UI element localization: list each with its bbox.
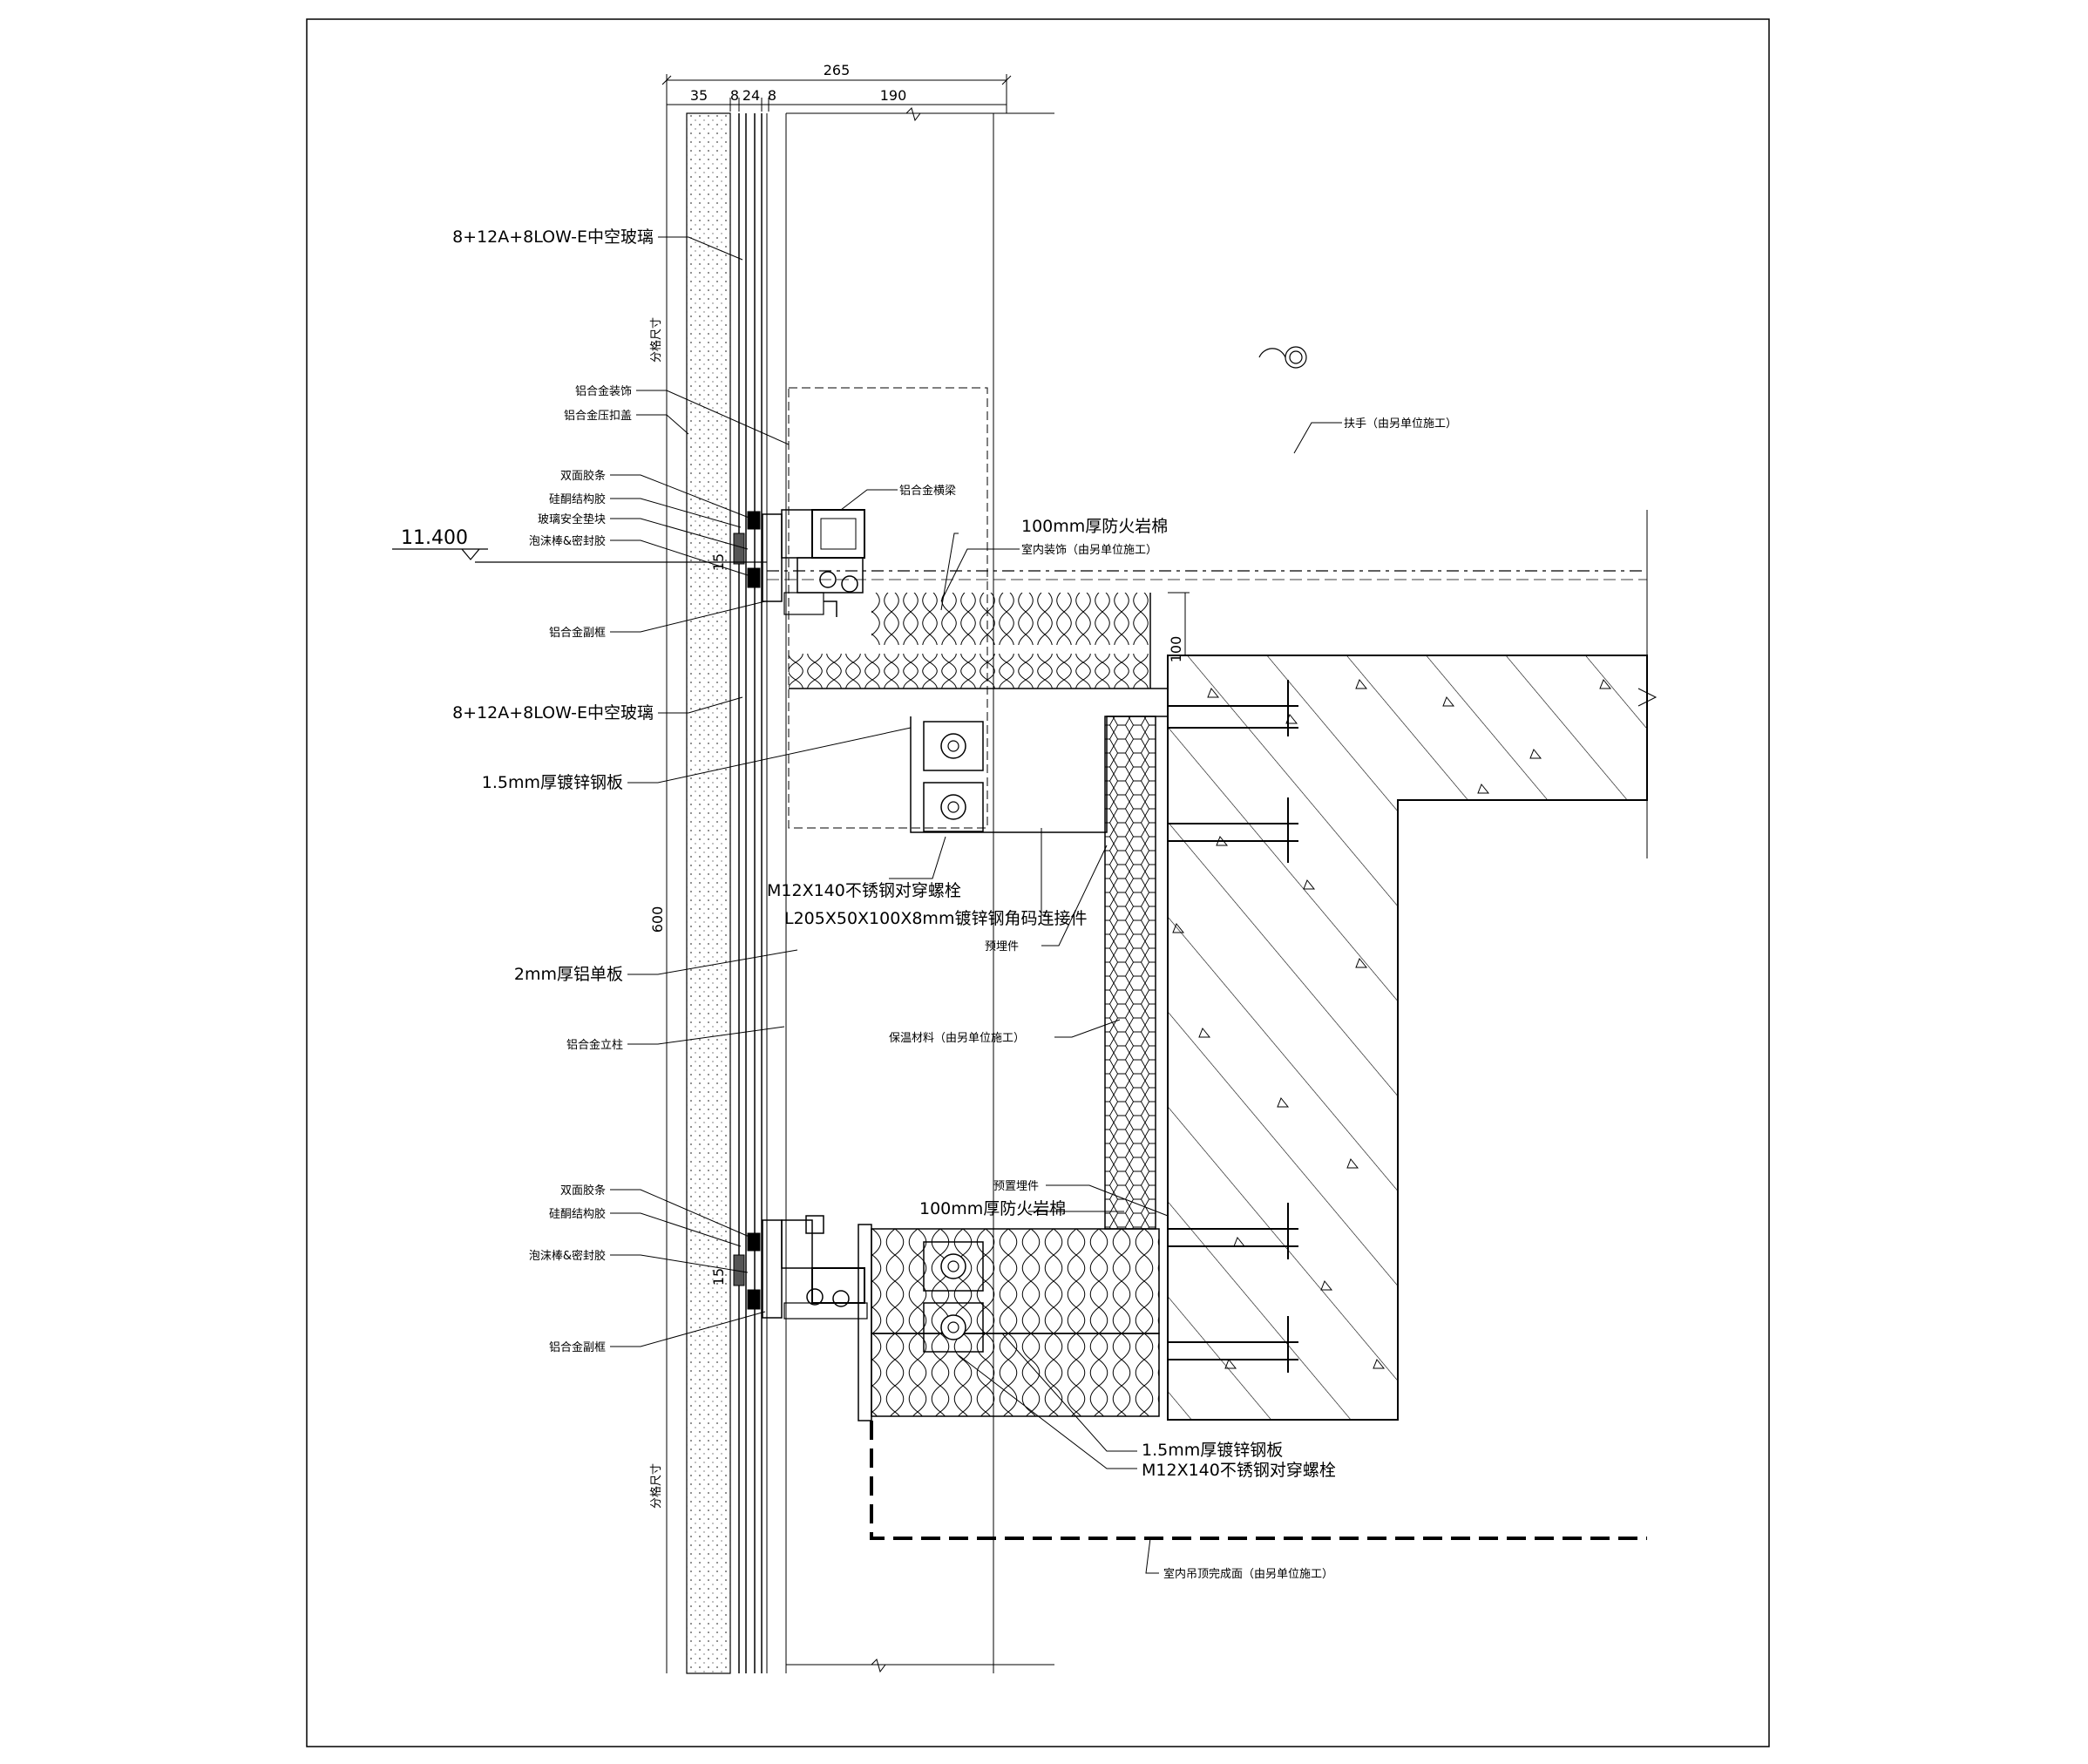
label-silicone-struct-top: 硅酮结构胶 [549,492,606,506]
facade-layers [666,107,1054,1674]
label-double-tape-bottom: 双面胶条 [560,1184,606,1197]
fire-wool-upper [789,593,1168,689]
insulation-column [1104,716,1156,1230]
label-steel-plate-bottom: 1.5mm厚镀锌钢板 [1142,1441,1283,1460]
level-mark [392,548,767,563]
label-insulation: 保温材料（由另单位施工） [889,1032,1025,1045]
label-interior-deco: 室内装饰（由另单位施工） [1021,543,1157,557]
lower-transom-node [733,1215,868,1320]
ceiling-dashed-line [870,1421,1647,1540]
embedded-anchors [1167,662,1298,1373]
dim-15-bottom: 15 [710,1268,727,1286]
concrete-slab [1167,510,1658,1421]
label-alu-sub-frame-top: 铝合金副框 [549,626,606,640]
dim-190: 190 [880,87,907,104]
level-value: 11.400 [401,527,468,549]
dim-24: 24 [742,87,760,104]
vertical-note-lower: 分格尺寸 [649,1463,663,1509]
dim-8a: 8 [730,87,739,104]
upper-angle-brackets [923,721,984,832]
label-alu-transom: 铝合金横梁 [899,484,956,498]
label-alu-sub-frame-bottom: 铝合金副框 [549,1340,606,1354]
label-glass-pad: 玻璃安全垫块 [538,512,606,526]
label-fire-wool-bottom: 100mm厚防火岩棉 [919,1199,1066,1218]
right-leaders [840,422,1342,1574]
label-ceiling: 室内吊顶完成面（由另单位施工） [1163,1567,1333,1581]
label-alu-press-cover: 铝合金压扣盖 [564,409,632,423]
label-glass-mid: 8+12A+8LOW-E中空玻璃 [452,703,654,723]
label-embed-top: 预埋件 [985,940,1019,953]
label-fire-wool-top: 100mm厚防火岩棉 [1021,517,1168,536]
handrail-symbol [1258,346,1307,369]
vertical-note-upper: 分格尺寸 [649,317,663,363]
label-silicone-struct-bottom: 硅酮结构胶 [549,1207,606,1221]
label-double-tape-top: 双面胶条 [560,469,606,483]
label-bolt-bottom: M12X140不锈钢对穿螺栓 [1142,1461,1336,1480]
label-embed-bottom: 预置埋件 [993,1180,1039,1193]
label-bolt-top: M12X140不锈钢对穿螺栓 [767,881,961,900]
upper-transom-node [733,509,865,617]
dim-total: 265 [824,62,851,78]
left-leaders [610,236,912,1347]
label-handrail: 扶手（由另单位施工） [1344,417,1457,431]
label-angle-bracket: L205X50X100X8mm镀锌钢角码连接件 [784,909,1087,928]
sheet-border [306,18,1770,1747]
label-foam-rod-bottom: 泡沫棒&密封胶 [529,1249,606,1263]
top-dimension-chain [661,74,1012,113]
label-alu-mullion: 铝合金立柱 [566,1038,623,1052]
label-alu-cover: 铝合金装饰 [575,384,632,398]
dim-35: 35 [690,87,708,104]
label-foam-rod-top: 泡沫棒&密封胶 [529,534,606,548]
dim-8b: 8 [768,87,776,104]
fire-wool-lower [858,1224,1160,1421]
dim-600: 600 [649,906,666,933]
label-al-panel: 2mm厚铝单板 [514,965,623,984]
label-glass-top: 8+12A+8LOW-E中空玻璃 [452,227,654,247]
label-steel-plate-top: 1.5mm厚镀锌钢板 [482,773,623,792]
dim-100: 100 [1168,636,1184,663]
